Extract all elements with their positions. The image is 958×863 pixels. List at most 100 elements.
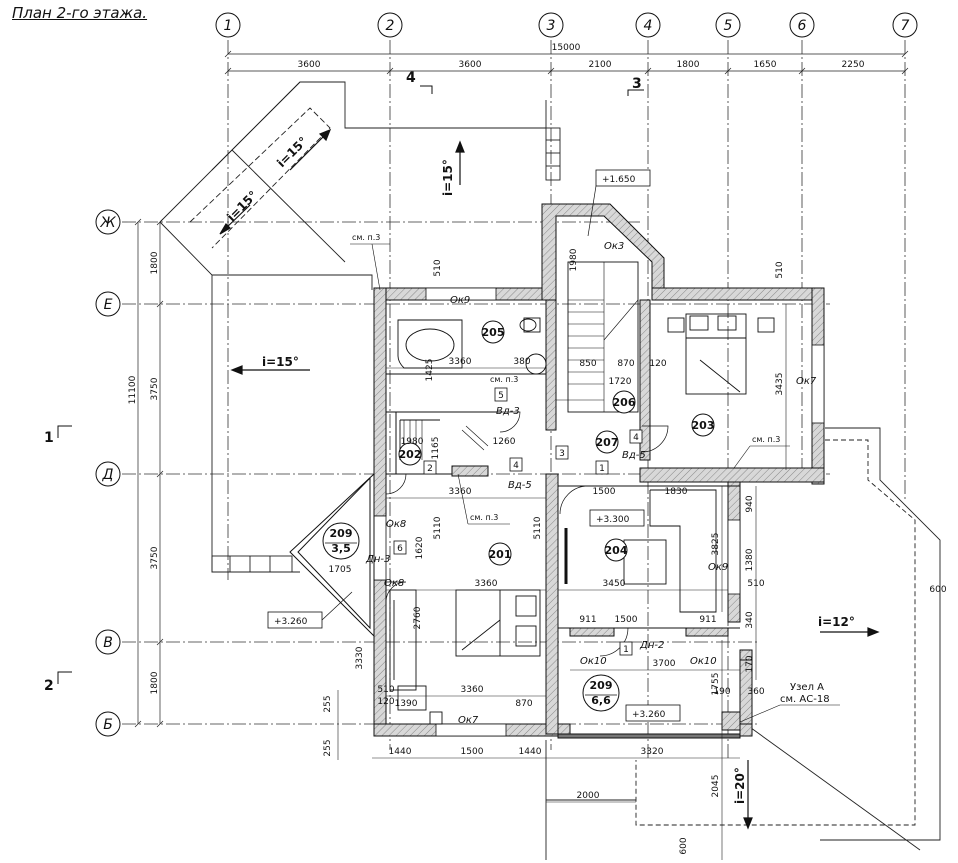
svg-text:360: 360 (747, 687, 764, 697)
level-tags (267, 169, 681, 722)
svg-text:1: 1 (599, 464, 605, 474)
svg-text:5: 5 (498, 391, 504, 401)
svg-text:380: 380 (513, 357, 530, 367)
room-circles (322, 320, 715, 712)
door-tags (393, 387, 643, 656)
dim-left-4: 1800 (150, 671, 160, 694)
label-vd5-b: Вд-5 (508, 480, 532, 491)
svg-text:3700: 3700 (653, 659, 676, 669)
axis-grid (122, 40, 906, 760)
inner-dimension-lines (372, 367, 740, 803)
svg-text:255: 255 (323, 739, 333, 756)
svg-text:1720: 1720 (609, 377, 632, 387)
room-207: 207 (596, 436, 619, 449)
dim-left-2: 3750 (150, 377, 160, 400)
room-206: 206 (613, 396, 636, 409)
label-ok10-b: Ок10 (690, 656, 717, 667)
note-see-p3-d: см. п.3 (752, 435, 780, 444)
left-dimension-lines (134, 218, 164, 728)
slope-label-east: i=12° (818, 615, 855, 629)
label-ok3: Ок3 (604, 241, 624, 252)
svg-text:600: 600 (679, 837, 689, 854)
svg-text:3330: 3330 (355, 646, 365, 669)
svg-text:3320: 3320 (641, 747, 664, 757)
page-title: План 2-го этажа. (12, 4, 148, 22)
slope-label-nw1: i=15° (274, 134, 310, 170)
dim-top-5: 1650 (754, 60, 777, 70)
svg-text:1830: 1830 (665, 487, 688, 497)
svg-text:1425: 1425 (425, 359, 435, 382)
svg-text:3: 3 (559, 449, 565, 459)
svg-text:3450: 3450 (603, 579, 626, 589)
svg-text:1: 1 (623, 645, 629, 655)
level-1650: +1.650 (602, 175, 636, 185)
label-ok9-east: Ок9 (708, 562, 728, 573)
label-dn3: Дн-3 (365, 554, 390, 565)
axis-label-b: Б (103, 717, 113, 733)
svg-text:850: 850 (579, 359, 596, 369)
room-209-south-area: 6,6 (591, 694, 611, 707)
svg-text:6: 6 (397, 544, 403, 554)
note-see-p3-c: см. п.3 (470, 513, 498, 522)
svg-text:600: 600 (929, 585, 946, 595)
section-3: 3 (632, 76, 642, 92)
slope-label-south: i=20° (733, 767, 747, 804)
svg-text:1390: 1390 (395, 699, 418, 709)
note-see-p3-a: см. п.3 (352, 233, 380, 242)
axis-label-d: Д (102, 467, 114, 483)
axis-label-v: В (103, 635, 113, 651)
svg-text:1705: 1705 (329, 565, 352, 575)
axis-label-1: 1 (224, 18, 233, 34)
axis-label-2: 2 (386, 18, 395, 34)
svg-text:2000: 2000 (577, 791, 600, 801)
level-3300: +3.300 (596, 515, 630, 525)
svg-text:120: 120 (649, 359, 666, 369)
dim-top-2: 3600 (459, 60, 482, 70)
svg-text:3360: 3360 (475, 579, 498, 589)
svg-text:1440: 1440 (389, 747, 412, 757)
axis-label-4: 4 (644, 18, 653, 34)
svg-text:1500: 1500 (615, 615, 638, 625)
dim-left-3: 3750 (150, 546, 160, 569)
dim-top-3: 2100 (589, 60, 612, 70)
note-see-p3-b: см. п.3 (490, 375, 518, 384)
room-205: 205 (482, 326, 505, 339)
label-ok7-east: Ок7 (796, 376, 817, 387)
svg-text:2760: 2760 (413, 606, 423, 629)
svg-text:510: 510 (377, 685, 394, 695)
axis-label-e: Е (104, 297, 113, 313)
label-ok8-lower: Ок8 (384, 578, 404, 589)
axis-label-5: 5 (724, 18, 733, 34)
label-vd5-a: Вд-5 (622, 450, 646, 461)
svg-text:1500: 1500 (593, 487, 616, 497)
svg-text:870: 870 (617, 359, 634, 369)
slope-label-north: i=15° (441, 159, 455, 196)
section-2: 2 (44, 678, 54, 694)
dim-left-total: 11100 (128, 375, 138, 404)
room-209-south: 209 (590, 679, 613, 692)
section-1: 1 (44, 430, 54, 446)
dim-total: 15000 (552, 43, 581, 53)
level-3260-west: +3.260 (274, 617, 308, 627)
svg-text:1620: 1620 (415, 536, 425, 559)
axis-bubbles-left (95, 209, 121, 737)
label-vd3: Вд-3 (496, 406, 520, 417)
section-4: 4 (406, 70, 416, 86)
svg-text:510: 510 (433, 259, 443, 276)
svg-text:1260: 1260 (493, 437, 516, 447)
slope-arrows (219, 128, 880, 830)
svg-text:1980: 1980 (401, 437, 424, 447)
label-dn2: Дн-2 (639, 640, 664, 651)
svg-text:4: 4 (513, 461, 519, 471)
note-node-ref: см. АС-18 (780, 694, 830, 705)
slope-label-nw2: i=15° (224, 188, 260, 224)
slope-label-west: i=15° (262, 355, 299, 369)
svg-text:255: 255 (323, 695, 333, 712)
label-ok9-north: Ок9 (450, 295, 470, 306)
label-ok7-south: Ок7 (458, 715, 479, 726)
label-ok8-upper: Ок8 (386, 519, 406, 530)
svg-text:911: 911 (579, 615, 596, 625)
svg-text:510: 510 (775, 261, 785, 278)
axis-label-3: 3 (547, 18, 556, 34)
dim-top-1: 3600 (298, 60, 321, 70)
